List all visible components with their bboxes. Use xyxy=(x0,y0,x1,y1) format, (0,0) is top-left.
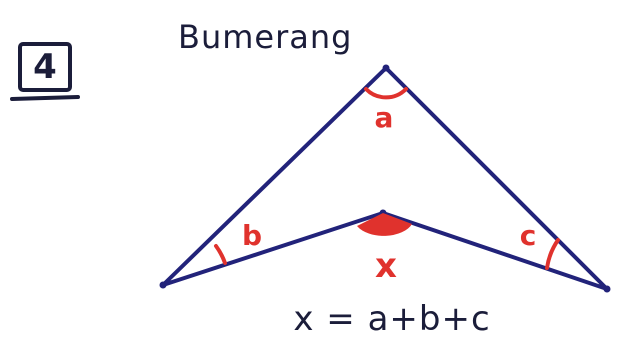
angle-x-fill xyxy=(357,213,412,236)
angle-c-arc xyxy=(545,238,560,270)
vertex-right xyxy=(603,285,611,293)
problem-number-badge: 4 xyxy=(10,42,80,101)
vertex-left xyxy=(159,281,167,289)
problem-number-box xyxy=(18,42,72,92)
diagram-title: Bumerang xyxy=(178,18,352,56)
angle-a-label: a xyxy=(375,101,394,134)
problem-number: 4 xyxy=(33,47,57,87)
angle-c-label: c xyxy=(520,219,537,252)
angle-formula: x = a+b+c xyxy=(293,299,490,338)
angle-a-arc xyxy=(364,87,408,100)
vertex-top xyxy=(382,64,390,72)
angle-b-arc xyxy=(214,244,227,265)
angle-b-label: b xyxy=(242,219,262,252)
angle-x-label: x xyxy=(375,246,397,286)
problem-number-underline xyxy=(10,95,80,101)
